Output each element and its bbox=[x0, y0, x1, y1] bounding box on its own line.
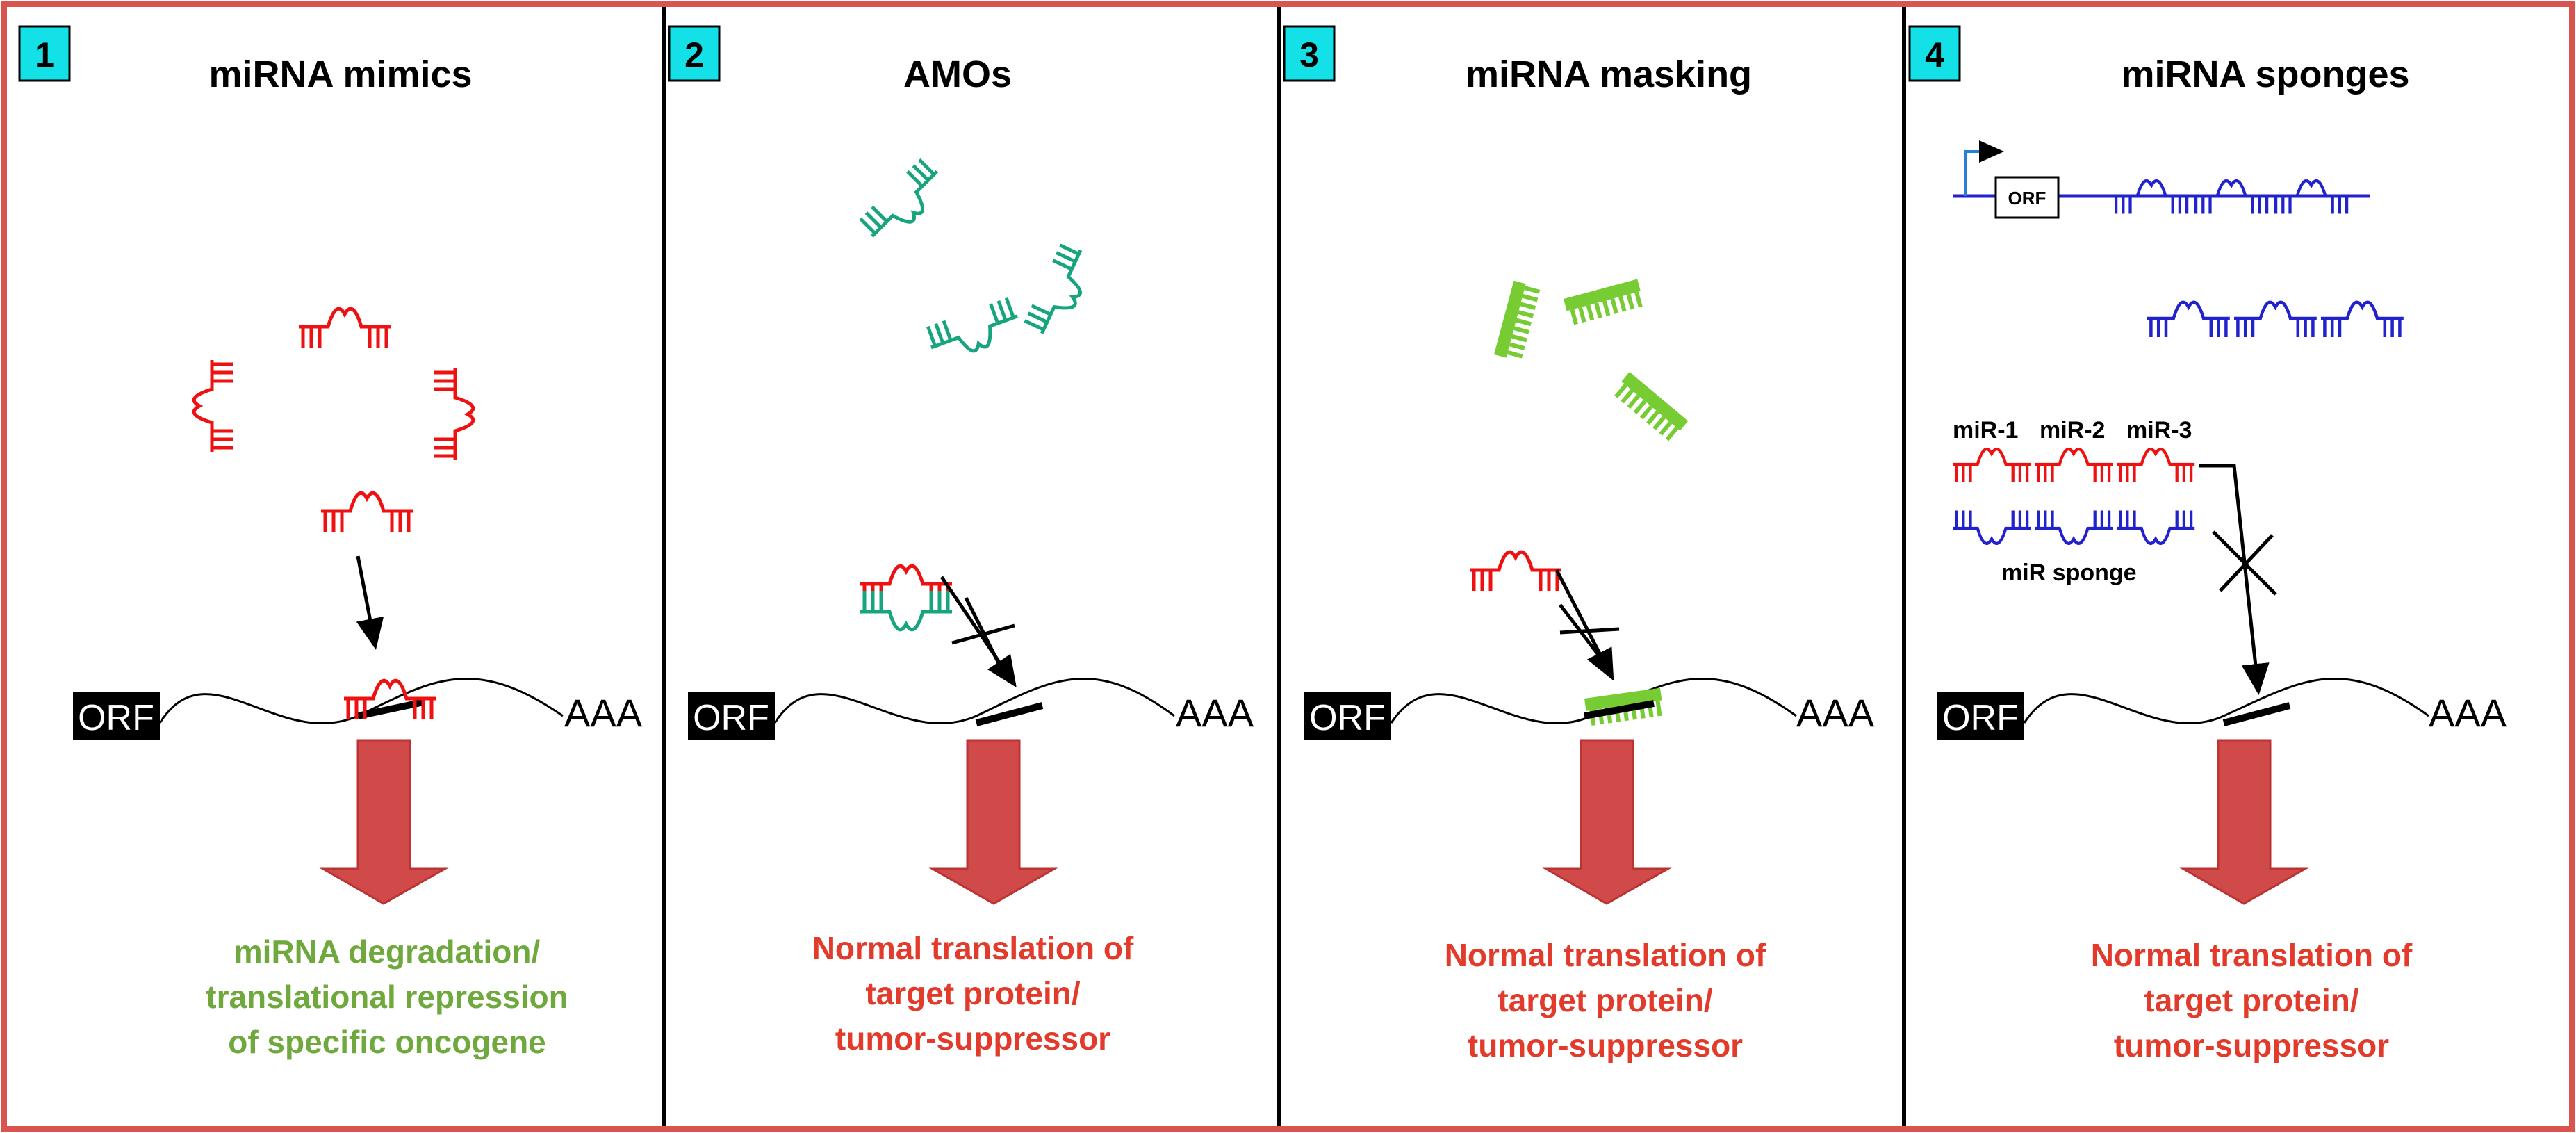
outcome-line: miRNA degradation/ bbox=[234, 934, 541, 970]
panel-number-badge bbox=[1283, 25, 1336, 82]
outcome-arrow bbox=[1542, 739, 1672, 905]
outcome-line: Normal translation of bbox=[2091, 937, 2413, 973]
sponge-construct: ORF bbox=[1953, 140, 2370, 219]
orf-box bbox=[1937, 692, 2024, 740]
free-mirna bbox=[1470, 552, 1561, 591]
mir-label: miR-2 bbox=[2040, 417, 2105, 443]
masking-oligos bbox=[1494, 279, 1688, 443]
mrna-target: ORF AAA bbox=[73, 677, 643, 740]
block-cross-icon bbox=[2212, 530, 2277, 596]
blocked-arrow bbox=[940, 576, 1017, 688]
mrna-strand bbox=[773, 677, 1175, 725]
outcome-line: tumor-suppressor bbox=[2114, 1027, 2389, 1063]
panel-title: miRNA mimics bbox=[208, 54, 472, 95]
block-cross-icon bbox=[951, 596, 1015, 669]
panel-4: 4 miRNA sponges ORF miR-1 miR-2 miR-3 bbox=[1908, 25, 2507, 1063]
outcome-line: target protein/ bbox=[2144, 982, 2358, 1018]
mrna-target: ORF AAA bbox=[1304, 677, 1875, 740]
outcome-line: target protein/ bbox=[865, 975, 1080, 1011]
sponge-binding-sites bbox=[1953, 511, 2194, 544]
orf-box bbox=[73, 692, 160, 740]
promoter-arrow-icon bbox=[1964, 140, 2004, 196]
orf-box bbox=[688, 692, 775, 740]
poly-a-tail: AAA bbox=[1796, 691, 1875, 735]
mir-label: miR-1 bbox=[1953, 417, 2018, 443]
mir-label: miR-3 bbox=[2126, 417, 2192, 443]
construct-orf-label: ORF bbox=[2008, 188, 2046, 209]
orf-label: ORF bbox=[693, 698, 769, 738]
poly-a-tail: AAA bbox=[2429, 691, 2507, 735]
outcome-line: tumor-suppressor bbox=[1468, 1027, 1743, 1063]
outcome-line: translational repression bbox=[206, 979, 568, 1015]
panel-number: 2 bbox=[684, 35, 704, 74]
poly-a-tail: AAA bbox=[564, 691, 643, 735]
mir-labels: miR-1 miR-2 miR-3 bbox=[1953, 417, 2192, 443]
orf-box bbox=[1304, 692, 1391, 740]
outcome-line: of specific oncogene bbox=[228, 1024, 546, 1060]
outcome-line: tumor-suppressor bbox=[835, 1020, 1110, 1057]
orf-label: ORF bbox=[78, 698, 154, 738]
outcome-arrow bbox=[928, 739, 1058, 905]
target-site bbox=[975, 702, 1044, 726]
target-site bbox=[1584, 700, 1655, 719]
outcome-line: target protein/ bbox=[1498, 982, 1712, 1018]
amo-molecules bbox=[858, 156, 1097, 364]
target-site bbox=[356, 699, 425, 719]
panel-title: miRNA sponges bbox=[2121, 54, 2409, 95]
panel-number-badge bbox=[1908, 25, 1961, 82]
mrna-target: ORF AAA bbox=[1937, 677, 2507, 740]
captured-mirnas bbox=[1953, 449, 2194, 482]
panel-1: 1 miRNA mimics ORF AAA miRNA degradation… bbox=[18, 25, 643, 1060]
outcome-arrow bbox=[2179, 739, 2309, 905]
binding-arrow bbox=[356, 555, 384, 650]
panel-2: 2 AMOs ORF AAA Normal translation of tar… bbox=[668, 25, 1254, 1057]
orf-label: ORF bbox=[1942, 698, 2019, 738]
panel-number: 3 bbox=[1299, 35, 1319, 74]
construct-orf-box bbox=[1994, 176, 2060, 219]
outcome-arrow bbox=[319, 739, 449, 905]
panel-title: AMOs bbox=[903, 54, 1012, 95]
target-site bbox=[2222, 702, 2291, 726]
panel-3: 3 miRNA masking ORF AAA Normal translati… bbox=[1283, 25, 1875, 1063]
panel-title: miRNA masking bbox=[1466, 54, 1752, 95]
sponge-label: miR sponge bbox=[2001, 560, 2137, 586]
sponge-transcript bbox=[2147, 302, 2404, 337]
outcome-line: Normal translation of bbox=[1445, 937, 1766, 973]
panel-number: 1 bbox=[35, 35, 54, 74]
mirna-mimic-molecules bbox=[194, 309, 473, 532]
outcome-line: Normal translation of bbox=[812, 930, 1134, 966]
orf-label: ORF bbox=[1309, 698, 1386, 738]
poly-a-tail: AAA bbox=[1176, 691, 1254, 735]
amo-mirna-duplex bbox=[860, 566, 952, 630]
panel-number-badge bbox=[18, 25, 71, 82]
block-cross-icon bbox=[1559, 603, 1620, 665]
mrna-target: ORF AAA bbox=[688, 677, 1254, 740]
blocked-arrow bbox=[2199, 464, 2270, 695]
mrna-strand bbox=[2023, 677, 2429, 725]
panel-number-badge bbox=[668, 25, 721, 82]
panel-number: 4 bbox=[1925, 35, 1944, 74]
